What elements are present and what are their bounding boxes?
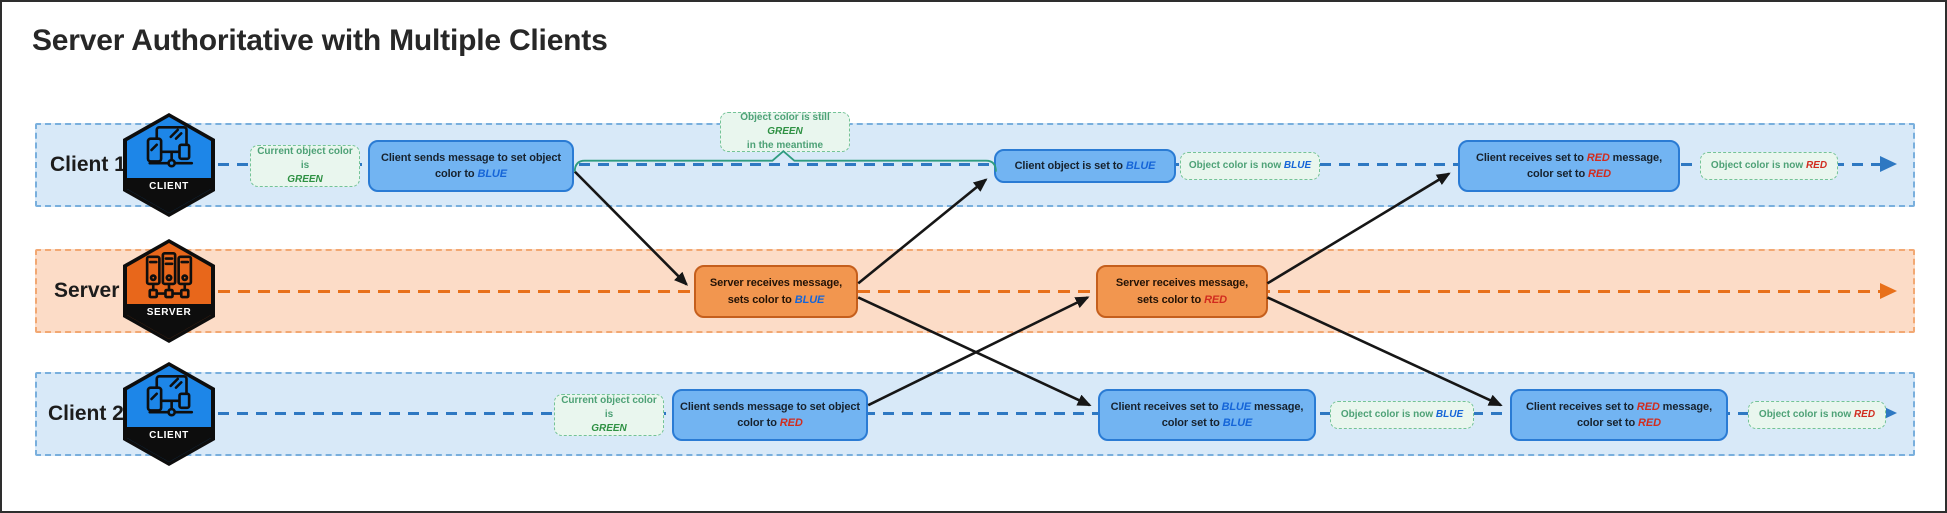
- note-text: Current object color is: [257, 146, 353, 171]
- msg-text: Client receives set to: [1525, 400, 1637, 413]
- note-text: Object color is now: [1340, 409, 1436, 420]
- color-word-green: GREEN: [767, 126, 803, 137]
- msg-text: sets color to: [1137, 293, 1205, 306]
- server-receive-red-box: Server receives message, sets color to R…: [1096, 265, 1268, 318]
- color-word-green: GREEN: [287, 174, 323, 185]
- client1-object-set-box: Client object is set to BLUE: [994, 149, 1176, 183]
- color-word-red: RED: [1805, 160, 1828, 171]
- color-word-blue: BLUE: [1222, 417, 1253, 429]
- client-devices-icon: [146, 374, 194, 417]
- client1-now-blue-note: Object color is now BLUE: [1180, 152, 1320, 180]
- msg-text: color set to: [1527, 168, 1589, 180]
- client1-now-red-note: Object color is now RED: [1700, 152, 1838, 180]
- msg-text: Server receives message,: [1115, 277, 1249, 289]
- color-word-red: RED: [1586, 151, 1610, 164]
- client2-receive-red-box: Client receives set to RED message, colo…: [1510, 389, 1728, 441]
- client1-badge-label: CLIENT: [149, 181, 189, 193]
- client1-receive-red-box: Client receives set to RED message, colo…: [1458, 140, 1680, 192]
- client2-label: Client 2: [48, 402, 124, 425]
- msg-text: Client object is set to: [1014, 159, 1126, 172]
- server-badge-label: SERVER: [146, 307, 192, 319]
- color-word-blue: BLUE: [477, 168, 508, 180]
- client2-now-blue-note: Object color is now BLUE: [1330, 401, 1474, 429]
- color-word-green: GREEN: [591, 423, 627, 434]
- color-word-blue: BLUE: [1125, 159, 1156, 172]
- color-word-red: RED: [779, 417, 803, 429]
- server-receive-blue-box: Server receives message, sets color to B…: [694, 265, 858, 318]
- msg-text: Client receives set to: [1475, 151, 1587, 164]
- color-word-red: RED: [1636, 400, 1660, 413]
- client2-receive-blue-box: Client receives set to BLUE message, col…: [1098, 389, 1316, 441]
- note-text: Current object color is: [561, 395, 657, 420]
- msg-text: message,: [1251, 400, 1304, 413]
- msg-text: Client sends message to set object: [381, 151, 561, 164]
- note-text: Object color is now: [1710, 160, 1806, 171]
- color-word-red: RED: [1588, 168, 1611, 180]
- note-text: in the meantime: [746, 140, 824, 151]
- msg-text: sets color to: [727, 293, 795, 306]
- client2-timeline: [218, 412, 1880, 415]
- msg-text: Client sends message to set object: [680, 400, 860, 413]
- note-text: Object color is now: [1188, 160, 1284, 171]
- server-label: Server: [54, 279, 120, 302]
- server-timeline: [218, 290, 1880, 293]
- page-title: Server Authoritative with Multiple Clien…: [32, 24, 608, 57]
- color-word-blue: BLUE: [794, 293, 825, 306]
- server-timeline-arrowhead-icon: [1880, 283, 1897, 299]
- msg-text: color set to: [1161, 417, 1223, 429]
- client1-timeline-arrowhead-icon: [1880, 156, 1897, 172]
- server-badge: SERVER: [123, 239, 215, 343]
- msg-text: message,: [1609, 151, 1663, 164]
- note-text: Object color is now: [1758, 409, 1854, 420]
- color-word-red: RED: [1638, 417, 1661, 429]
- client1-badge-band: CLIENT: [127, 178, 211, 213]
- server-rack-icon: [145, 251, 193, 299]
- client1-start-color-note: Current object color is GREEN: [250, 145, 360, 187]
- client1-still-green-note: Object color is still GREEN in the meant…: [720, 112, 850, 152]
- client2-badge-label: CLIENT: [149, 430, 189, 442]
- client2-badge: CLIENT: [123, 362, 215, 466]
- server-badge-band: SERVER: [127, 304, 211, 339]
- msg-text: color set to: [1577, 417, 1639, 429]
- client1-send-message-box: Client sends message to set object color…: [368, 140, 574, 192]
- color-word-red: RED: [1853, 409, 1876, 420]
- client1-label: Client 1: [50, 153, 126, 176]
- msg-text: color to: [737, 417, 780, 429]
- msg-text: Server receives message,: [709, 277, 843, 289]
- client2-start-color-note: Current object color is GREEN: [554, 394, 664, 436]
- client-devices-icon: [146, 125, 194, 168]
- msg-text: message,: [1659, 400, 1713, 413]
- client2-send-message-box: Client sends message to set object color…: [672, 389, 868, 441]
- color-word-blue: BLUE: [1221, 400, 1252, 413]
- color-word-blue: BLUE: [1435, 409, 1464, 420]
- color-word-red: RED: [1204, 293, 1227, 306]
- msg-text: color to: [434, 168, 478, 180]
- note-text: Object color is still: [740, 112, 830, 123]
- client2-badge-band: CLIENT: [127, 427, 211, 462]
- client2-now-red-note: Object color is now RED: [1748, 401, 1886, 429]
- color-word-blue: BLUE: [1283, 160, 1312, 171]
- msg-text: Client receives set to: [1110, 400, 1222, 413]
